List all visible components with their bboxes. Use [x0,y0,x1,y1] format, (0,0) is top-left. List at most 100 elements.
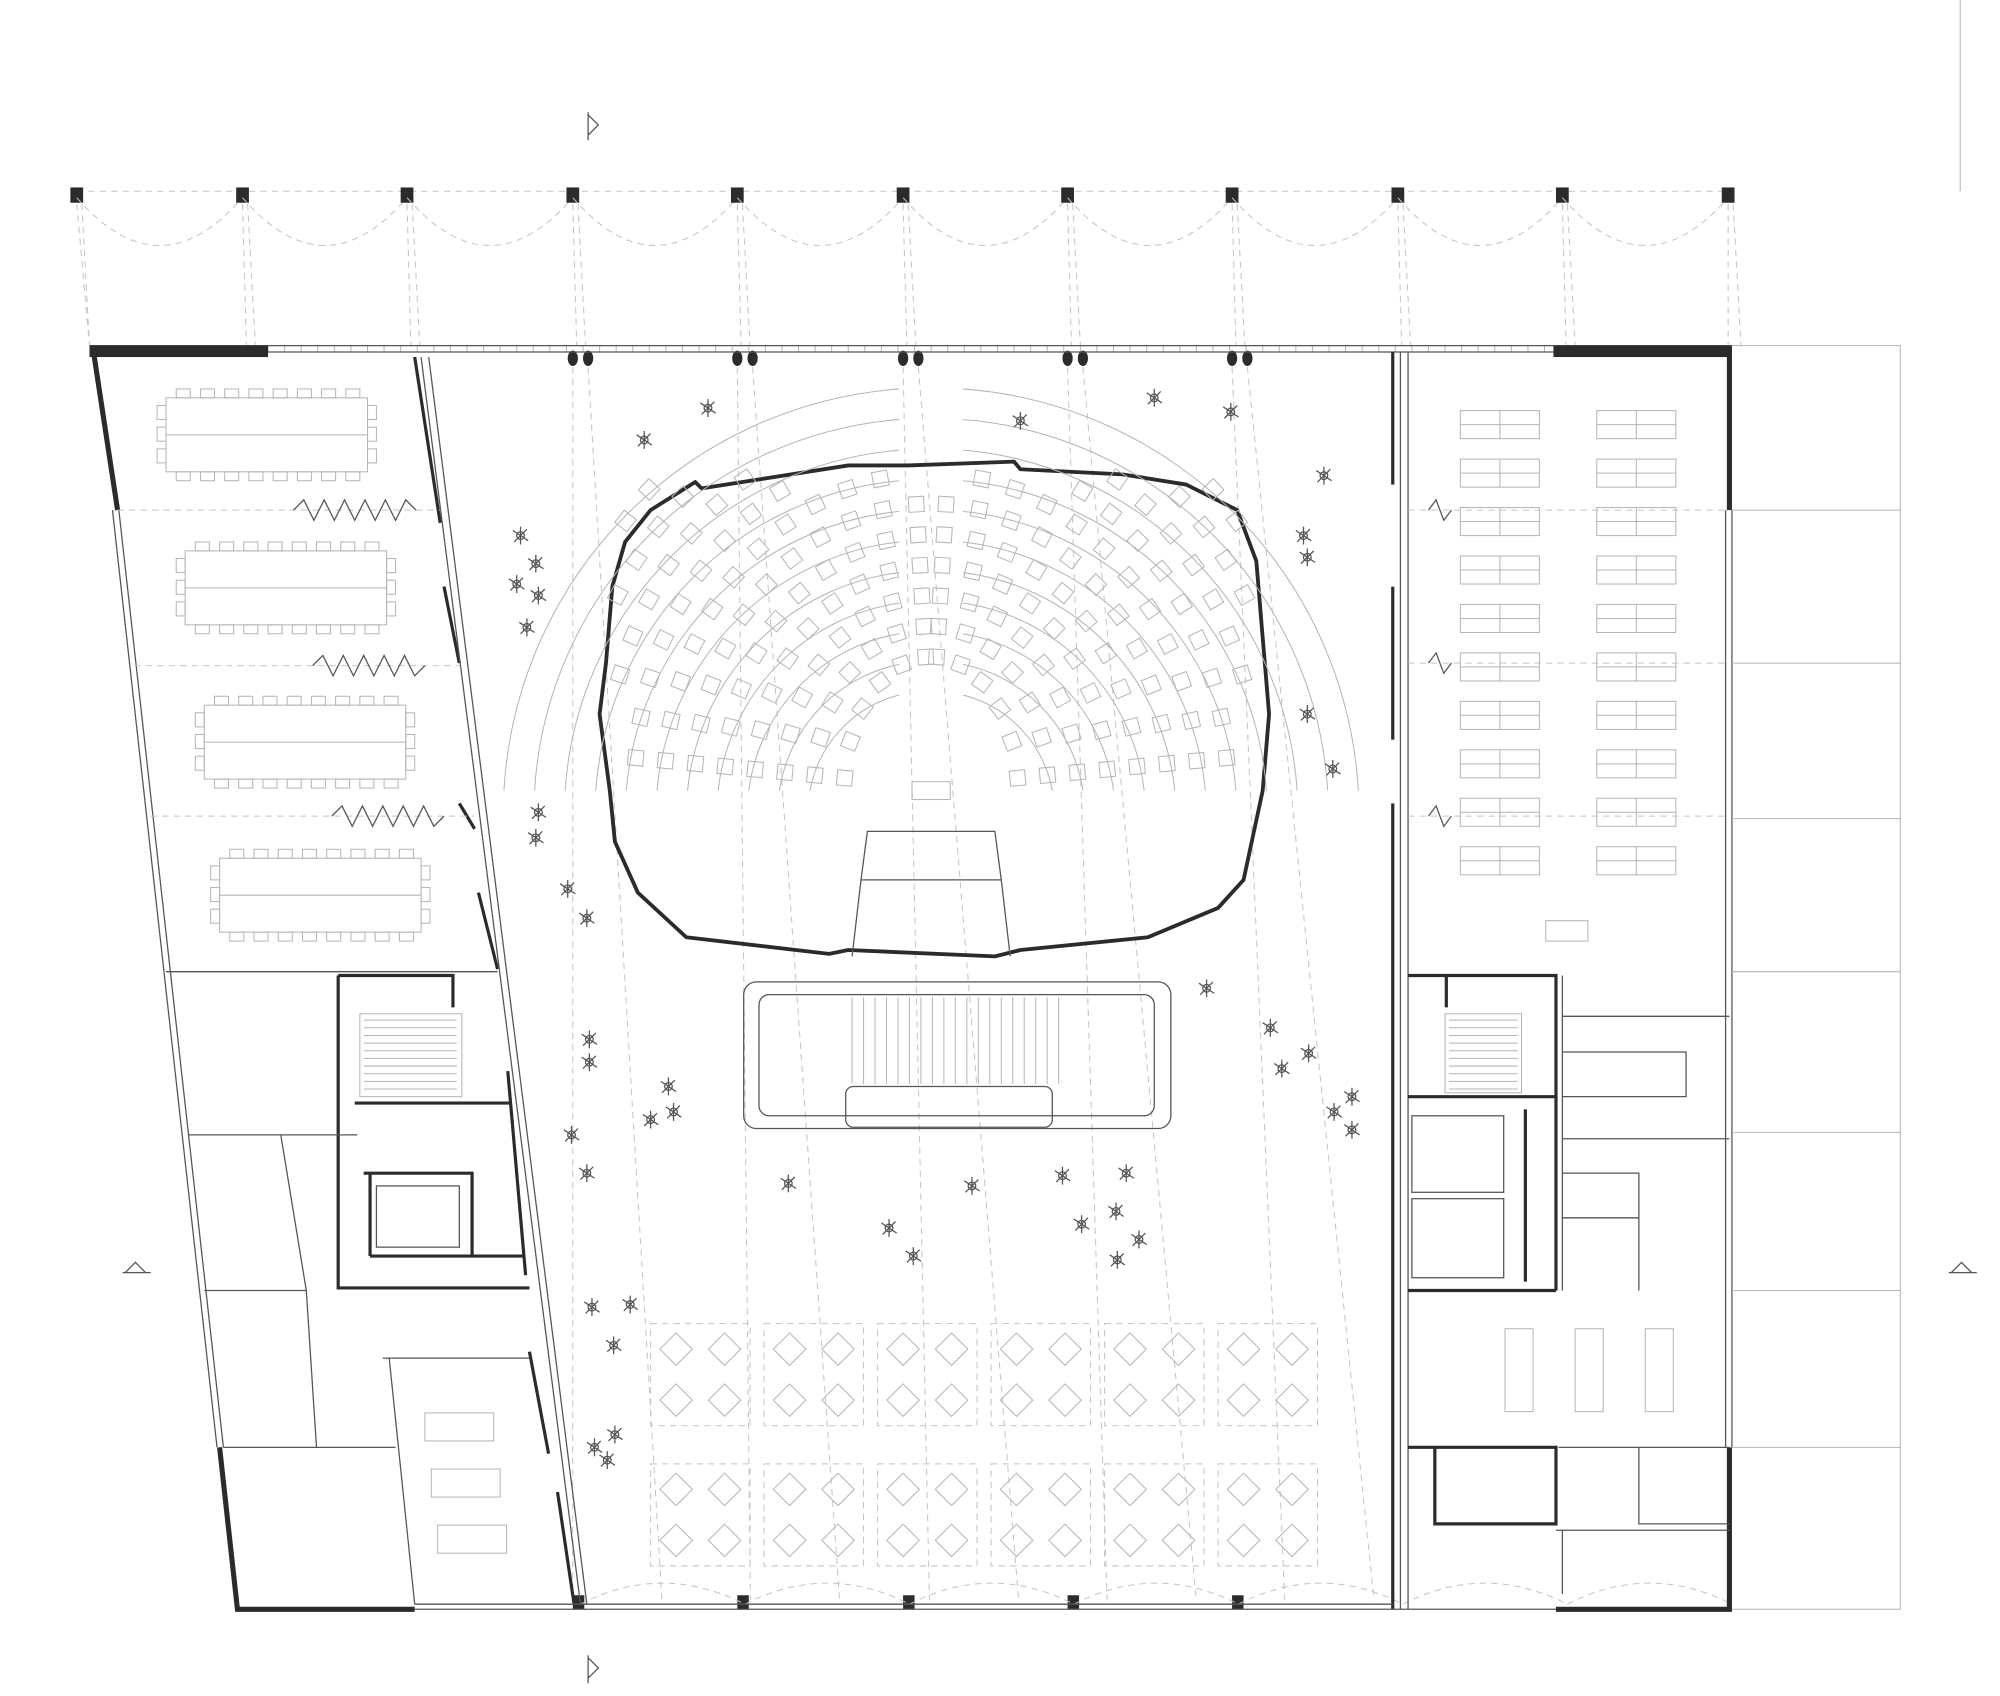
chair-icon [267,541,283,552]
canopy-arc [580,1582,746,1605]
chair-icon [194,755,205,771]
person-icon [599,1451,616,1470]
chair-icon [366,404,377,421]
person-icon [527,828,544,847]
table-icon [1574,1328,1604,1413]
seat-row [962,663,1084,791]
table-group [1104,1463,1205,1567]
column-icon [897,350,909,366]
bottom-facade [414,1603,1556,1610]
seat-icon [1058,547,1082,570]
landing [845,1085,1053,1128]
person-icon [581,1053,598,1072]
person-icon [518,618,535,637]
chair-icon [405,755,416,771]
person-icon [660,1077,677,1096]
grid-line [902,204,908,346]
chair-icon [296,388,312,399]
person-body [527,828,544,847]
column-icon [400,187,414,203]
table-icon [659,1383,694,1418]
desk-divider [1596,410,1676,439]
table-group [1217,1323,1319,1427]
seat-icon [828,626,852,649]
left-core [166,971,530,1605]
person-icon [1300,1044,1317,1063]
table-icon [707,1523,742,1558]
seat-row [503,388,900,791]
person-body [905,1247,922,1265]
seat-icon [1084,573,1108,597]
seat-icon [1211,707,1231,728]
chair-icon [359,695,375,706]
seat-icon [991,573,1014,595]
seat-icon [1018,592,1042,615]
person-icon [1295,526,1312,545]
seat-icon [714,637,737,660]
seat-icon [907,495,925,513]
desk-divider [1596,749,1676,778]
person-icon [905,1247,922,1265]
person-body [1324,760,1341,778]
desk-divider [1596,507,1676,536]
chair-icon [219,624,235,635]
seat-icon [1149,559,1173,583]
seat-icon [972,469,992,489]
table-icon [821,1332,856,1367]
table-icon [659,1472,694,1507]
left-folding-partitions [293,498,445,828]
person-body [636,431,653,449]
seat-icon [776,647,800,671]
seat-icon [700,597,724,621]
seat-icon [1042,616,1066,641]
seat-icon [671,485,695,509]
table-icon [772,1383,807,1418]
column-icon [572,1595,585,1610]
column-icon [1721,187,1735,203]
column-icon [583,350,594,366]
person-icon [665,1103,682,1121]
chair-icon [272,388,288,399]
chair-icon [175,579,186,595]
seat-icon [1151,713,1172,734]
grid-line [1561,204,1567,346]
canopy-arc [736,197,904,246]
seat-icon [670,670,692,692]
auditorium-wall [597,459,1271,959]
chair-icon [366,426,377,442]
seat-icon [1133,493,1157,517]
seat-icon [854,605,877,628]
left-wing-partitions [117,509,475,817]
person-body [1108,1202,1125,1221]
seat-icon [1121,716,1142,737]
seat-icon [656,751,675,770]
table-icon [772,1332,807,1367]
seat-icon [1065,513,1088,536]
seat-icon [1008,769,1027,787]
person-body [1300,1044,1317,1063]
seat-row [625,510,900,791]
seat-icon [979,637,1002,661]
chair-icon [243,624,259,635]
seat-icon [1018,691,1042,714]
column-icon [1242,350,1253,366]
person-icon [1198,979,1215,998]
chair-icon [238,695,254,706]
seat-row [717,602,900,791]
seat-icon [1031,726,1053,748]
equipment-icon [437,1524,508,1554]
seat-icon [606,583,629,607]
person-body [780,1174,797,1193]
seat-icon [669,592,692,616]
seat-icon [683,633,706,656]
seat-icon [1231,664,1253,685]
table-icon [659,1332,694,1367]
table-icon [1275,1523,1309,1558]
chair-icon [277,848,293,859]
chair-icon [224,471,240,482]
seat-icon [891,654,913,676]
chair-icon [398,931,414,942]
chair-icon [326,848,342,859]
person-body [512,526,529,545]
